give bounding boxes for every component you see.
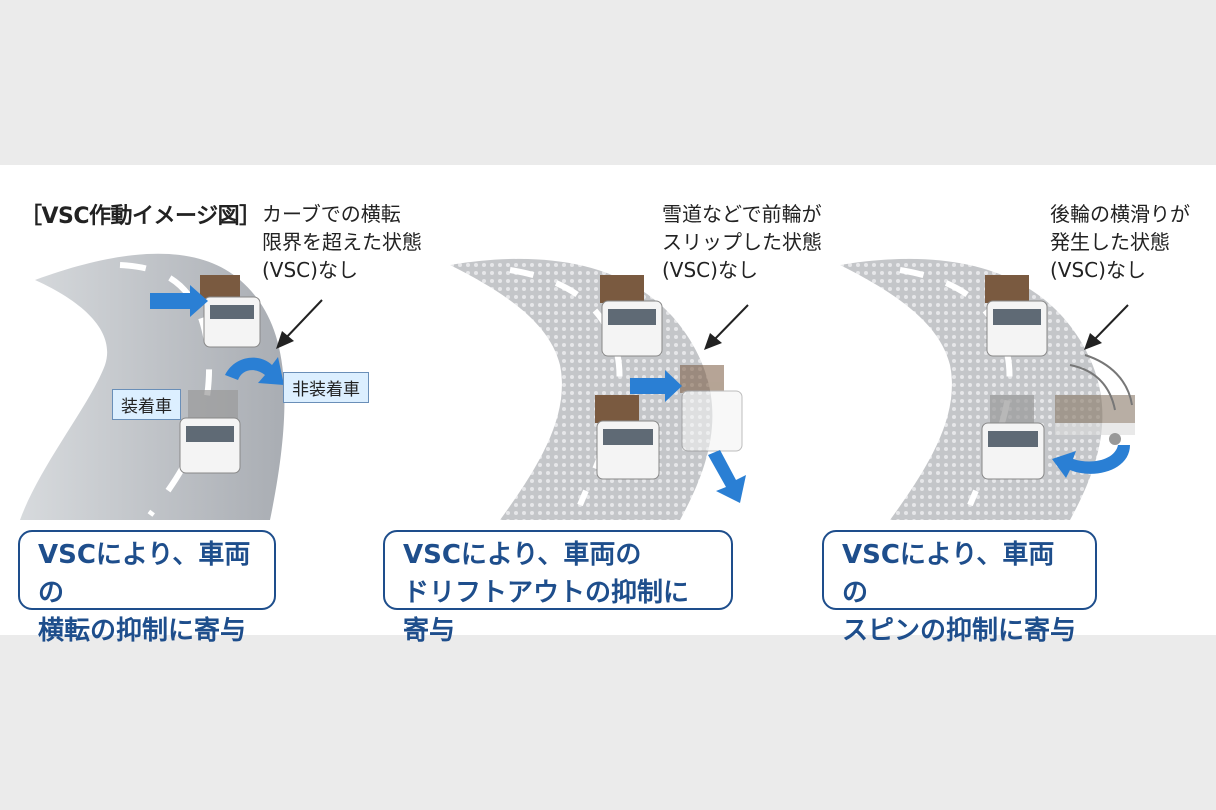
condition-text-1: カーブでの横転 限界を超えた状態 (VSC)なし xyxy=(262,202,422,282)
drift-arrow-icon xyxy=(708,450,746,503)
push-arrow-icon xyxy=(630,370,682,402)
truck-icon xyxy=(595,395,660,480)
label-not-equipped: 非装着車 xyxy=(283,372,369,403)
scene-rollover xyxy=(10,248,310,520)
pointer-arrow-icon xyxy=(704,304,749,350)
effect-box-3: VSCにより、車両の スピンの抑制に寄与 xyxy=(822,530,1097,646)
scene-spin xyxy=(830,258,1135,520)
truck-icon xyxy=(985,275,1048,357)
spin-arrow-icon xyxy=(1052,445,1130,478)
push-arrow-icon xyxy=(150,285,208,317)
truck-icon xyxy=(600,275,663,357)
truck-icon xyxy=(981,395,1045,480)
label-equipped: 装着車 xyxy=(112,389,181,420)
condition-text-2: 雪道などで前輪が スリップした状態 (VSC)なし xyxy=(662,202,822,282)
condition-text-3: 後輪の横滑りが 発生した状態 (VSC)なし xyxy=(1050,202,1190,282)
pointer-arrow-icon xyxy=(1084,304,1129,350)
rotate-arrow-icon xyxy=(225,357,284,385)
truck-icon xyxy=(179,390,241,474)
pointer-arrow-icon xyxy=(276,299,323,349)
diagram-title: ［VSC作動イメージ図］ xyxy=(20,204,261,229)
truck-icon xyxy=(200,275,261,348)
effect-box-2: VSCにより、車両の ドリフトアウトの抑制に寄与 xyxy=(383,530,733,646)
effect-box-1: VSCにより、車両の 横転の抑制に寄与 xyxy=(18,530,276,646)
scene-drift-out xyxy=(440,258,746,520)
